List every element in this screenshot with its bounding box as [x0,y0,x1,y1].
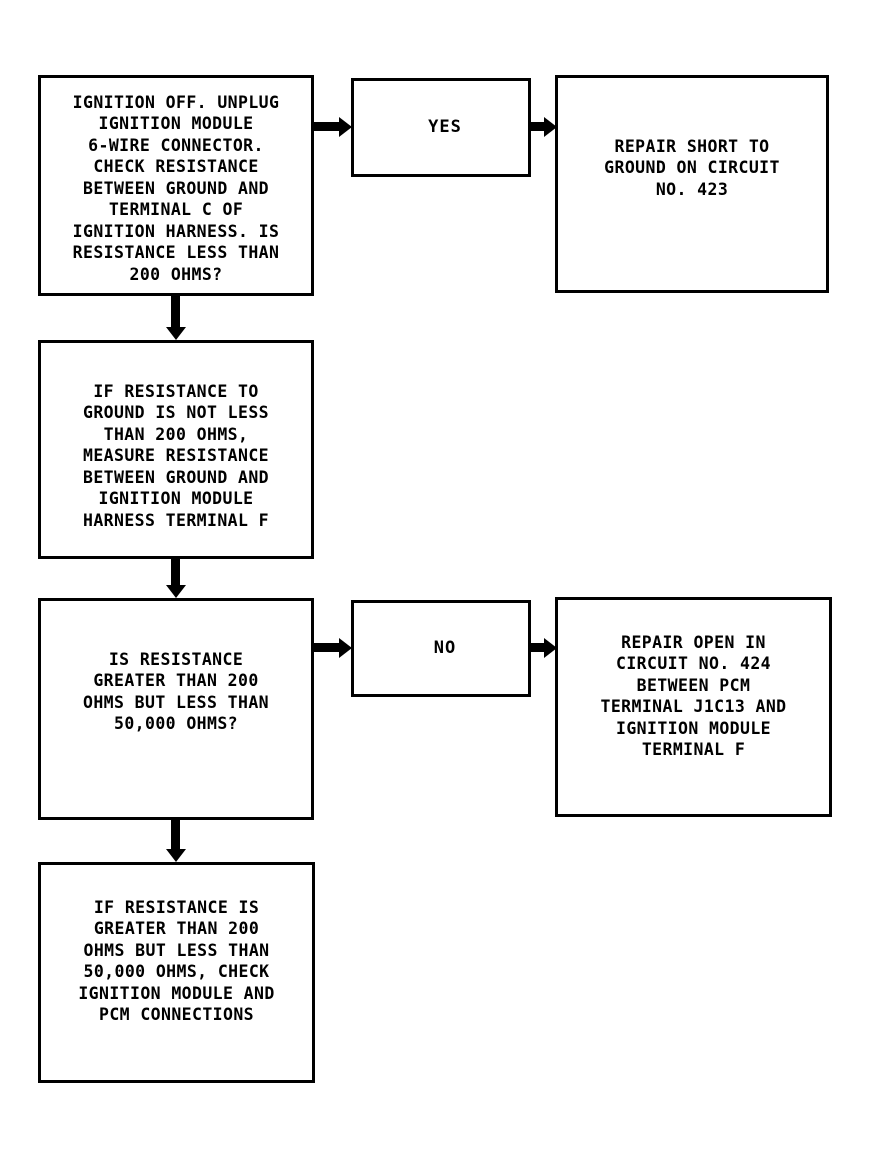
connector-step3-to-no-line [314,643,341,652]
connector-step3-to-no-arrowhead [339,638,352,658]
flow-node-step2[interactable]: IF RESISTANCE TO GROUND IS NOT LESS THAN… [38,340,314,559]
flow-node-step3[interactable]: IS RESISTANCE GREATER THAN 200 OHMS BUT … [38,598,314,820]
connector-step1-to-yes-line [314,122,341,131]
connector-step1-to-yes-arrowhead [339,117,352,137]
flow-node-repair1-text: REPAIR SHORT TO GROUND ON CIRCUIT NO. 42… [604,137,780,199]
flow-node-yes-label-text: YES [428,117,462,138]
connector-step3-to-step4-line [171,820,180,851]
connector-yes-to-repair1-arrowhead [544,117,557,137]
flow-node-no-label-text: NO [433,638,457,659]
connector-step2-to-step3-line [171,559,180,587]
flow-node-step4-text: IF RESISTANCE IS GREATER THAN 200 OHMS B… [78,898,275,1025]
flow-node-repair2-text: REPAIR OPEN IN CIRCUIT NO. 424 BETWEEN P… [600,633,787,760]
flow-node-no-label[interactable]: NO [351,600,531,697]
connector-yes-to-repair1-line [531,122,547,131]
connector-step1-to-step2-arrowhead [166,327,186,340]
flow-node-step1-text: IGNITION OFF. UNPLUG IGNITION MODULE 6-W… [72,93,280,284]
flow-node-yes-label[interactable]: YES [351,78,531,177]
flow-node-step1[interactable]: IGNITION OFF. UNPLUG IGNITION MODULE 6-W… [38,75,314,296]
connector-step3-to-step4-arrowhead [166,849,186,862]
connector-step2-to-step3-arrowhead [166,585,186,598]
flow-node-step2-text: IF RESISTANCE TO GROUND IS NOT LESS THAN… [82,382,269,530]
flow-node-step3-text: IS RESISTANCE GREATER THAN 200 OHMS BUT … [82,650,269,734]
flow-node-repair2[interactable]: REPAIR OPEN IN CIRCUIT NO. 424 BETWEEN P… [555,597,832,817]
connector-step1-to-step2-line [171,296,180,329]
connector-no-to-repair2-arrowhead [544,638,557,658]
flow-node-repair1[interactable]: REPAIR SHORT TO GROUND ON CIRCUIT NO. 42… [555,75,829,293]
flow-node-step4[interactable]: IF RESISTANCE IS GREATER THAN 200 OHMS B… [38,862,315,1083]
connector-no-to-repair2-line [531,643,547,652]
